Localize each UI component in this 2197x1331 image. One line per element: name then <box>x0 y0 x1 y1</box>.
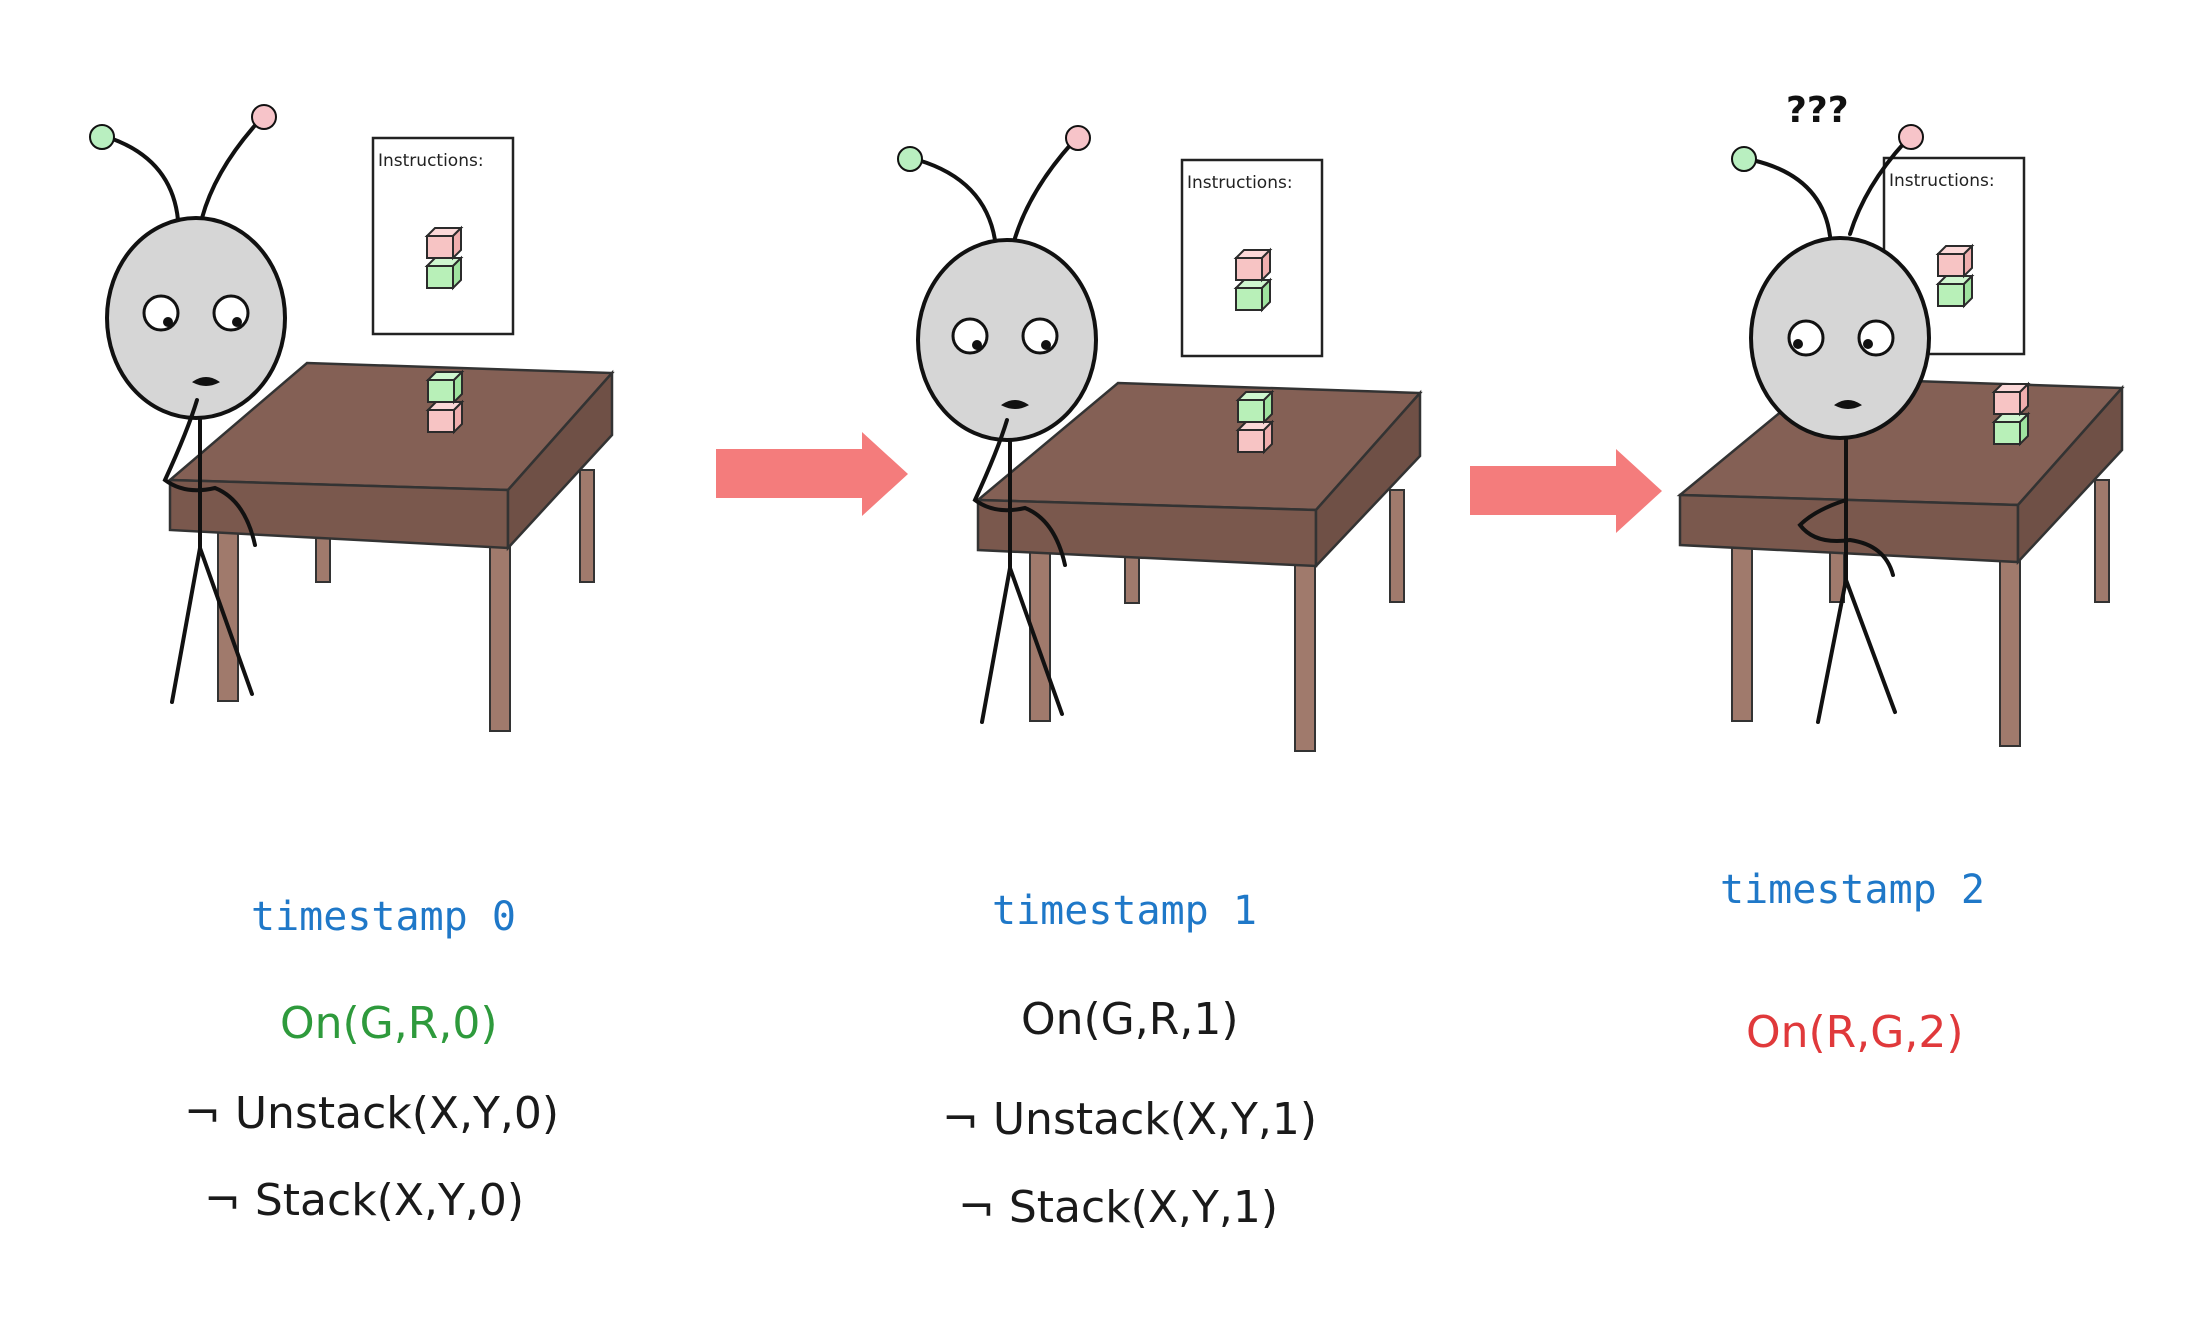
fact-on: On(R,G,2) <box>1746 1007 1964 1058</box>
instructions-card: Instructions: <box>1180 158 1324 358</box>
fact-on: On(G,R,1) <box>1021 994 1239 1045</box>
instructions-label: Instructions: <box>1889 171 1995 191</box>
instructions-card: Instructions: <box>371 136 515 336</box>
block-stack-icon <box>426 227 462 289</box>
fact-not-unstack: ¬ Unstack(X,Y,0) <box>184 1088 559 1139</box>
panel-1: Instructions: <box>897 125 1423 1233</box>
panel-2: ??? Instructions: <box>1676 90 2125 1058</box>
timestamp-label: timestamp 2 <box>1720 867 1985 913</box>
confused-thought: ??? <box>1786 90 1849 131</box>
table <box>974 381 1423 752</box>
robot <box>897 125 1098 724</box>
fact-not-unstack: ¬ Unstack(X,Y,1) <box>942 1094 1317 1145</box>
right-arrow-icon <box>1470 449 1662 533</box>
fact-not-stack: ¬ Stack(X,Y,1) <box>958 1182 1278 1233</box>
table <box>1676 376 2125 747</box>
panel-0: Instructions: <box>89 104 615 1226</box>
fact-on: On(G,R,0) <box>280 998 498 1049</box>
timestamp-label: timestamp 1 <box>992 888 1257 934</box>
timestamp-label: timestamp 0 <box>251 894 516 940</box>
block-stack-icon <box>1235 249 1271 311</box>
robot <box>89 104 287 704</box>
instructions-label: Instructions: <box>1187 173 1293 193</box>
instructions-label: Instructions: <box>378 151 484 171</box>
block-stack <box>427 371 463 433</box>
block-stack <box>1993 383 2029 445</box>
right-arrow-icon <box>716 432 908 516</box>
table <box>166 361 615 732</box>
fact-not-stack: ¬ Stack(X,Y,0) <box>204 1175 524 1226</box>
block-stack <box>1237 391 1273 453</box>
block-stack-icon <box>1937 245 1973 307</box>
robot <box>1731 124 1931 724</box>
